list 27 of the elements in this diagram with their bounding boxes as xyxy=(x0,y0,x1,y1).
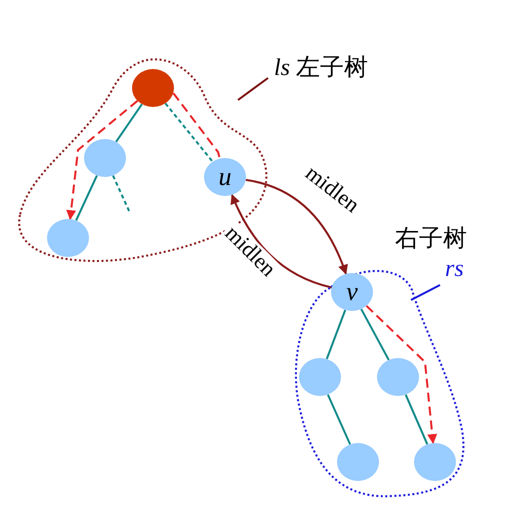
tree-node xyxy=(337,443,379,481)
tree-node xyxy=(299,358,341,396)
arrow xyxy=(230,194,332,288)
tree-edge xyxy=(326,394,352,445)
tree-node: u xyxy=(204,158,246,196)
leader-line xyxy=(237,77,269,101)
tree-edge xyxy=(115,104,143,142)
subtree-label: 右子树 xyxy=(395,226,467,252)
tree-node xyxy=(414,443,456,481)
arrow xyxy=(246,178,348,275)
subtree-label: ls 左子树 xyxy=(274,55,368,82)
tree-edge xyxy=(112,175,131,214)
tree-edge xyxy=(360,308,390,360)
subtree-label: rs xyxy=(445,256,464,282)
tree-edge xyxy=(326,310,346,360)
tree-node xyxy=(377,358,419,396)
tree-node xyxy=(84,139,126,177)
arrow xyxy=(366,305,438,444)
tree-node xyxy=(132,69,174,107)
tree-edge xyxy=(404,394,428,445)
tree-edge xyxy=(164,102,214,162)
tree-node: v xyxy=(331,273,373,311)
leader-line xyxy=(410,284,440,301)
tree-node xyxy=(47,219,89,257)
tree-edge xyxy=(75,175,98,221)
arrow xyxy=(66,100,138,220)
path-line xyxy=(172,92,221,159)
